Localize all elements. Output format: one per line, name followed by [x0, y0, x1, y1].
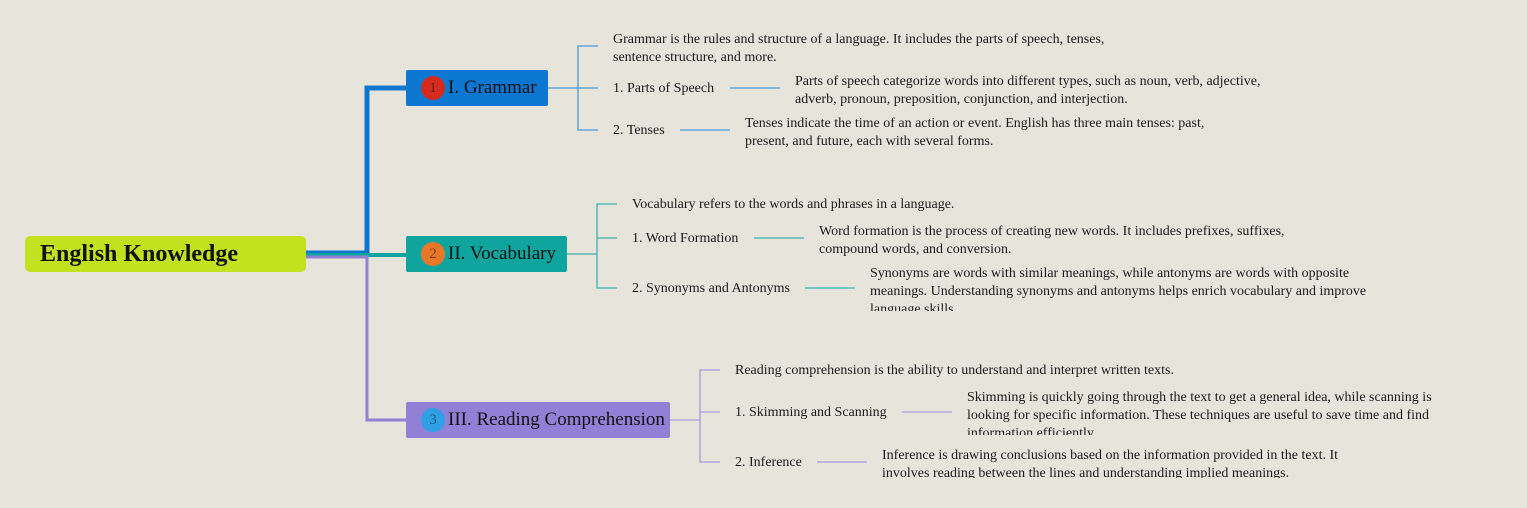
branch-reading-comprehension[interactable]: 3 III. Reading Comprehension: [406, 402, 670, 438]
branch-label: I. Grammar: [448, 77, 537, 98]
grammar-item-tenses[interactable]: 2. Tenses: [613, 123, 665, 138]
number-badge-icon: 1: [421, 76, 445, 100]
vocabulary-item-word-formation[interactable]: 1. Word Formation: [632, 231, 739, 246]
inference-description: Inference is drawing conclusions based o…: [882, 448, 1339, 478]
connector-reading-children: [670, 369, 952, 463]
grammar-item-parts-of-speech[interactable]: 1. Parts of Speech: [613, 81, 715, 96]
branch-label: II. Vocabulary: [448, 243, 556, 264]
reading-summary: Reading comprehension is the ability to …: [735, 363, 1174, 378]
connector-root-reading: [306, 255, 406, 422]
connector-vocabulary-children: [567, 203, 855, 289]
root-label: English Knowledge: [40, 240, 239, 267]
vocabulary-summary: Vocabulary refers to the words and phras…: [632, 197, 955, 212]
number-badge-icon: 3: [421, 408, 445, 432]
skimming-scanning-description: Skimming is quickly going through the te…: [967, 390, 1432, 435]
number-badge-icon: 2: [421, 242, 445, 266]
branch-vocabulary[interactable]: 2 II. Vocabulary: [406, 236, 567, 272]
connector-grammar-children: [548, 45, 780, 131]
tenses-description: Tenses indicate the time of an action or…: [745, 116, 1205, 148]
word-formation-description: Word formation is the process of creatin…: [819, 224, 1285, 256]
grammar-summary: Grammar is the rules and structure of a …: [613, 32, 1105, 65]
branch-grammar[interactable]: 1 I. Grammar: [406, 70, 548, 106]
synonyms-antonyms-description: Synonyms are words with similar meanings…: [870, 266, 1367, 311]
reading-item-skimming-scanning[interactable]: 1. Skimming and Scanning: [735, 405, 887, 420]
vocabulary-item-synonyms-antonyms[interactable]: 2. Synonyms and Antonyms: [632, 281, 790, 296]
branch-label: III. Reading Comprehension: [448, 409, 665, 430]
parts-of-speech-description: Parts of speech categorize words into di…: [795, 74, 1261, 106]
reading-item-inference[interactable]: 2. Inference: [735, 455, 802, 470]
connector-root-grammar: [306, 85, 406, 256]
root-node[interactable]: English Knowledge: [25, 236, 306, 272]
